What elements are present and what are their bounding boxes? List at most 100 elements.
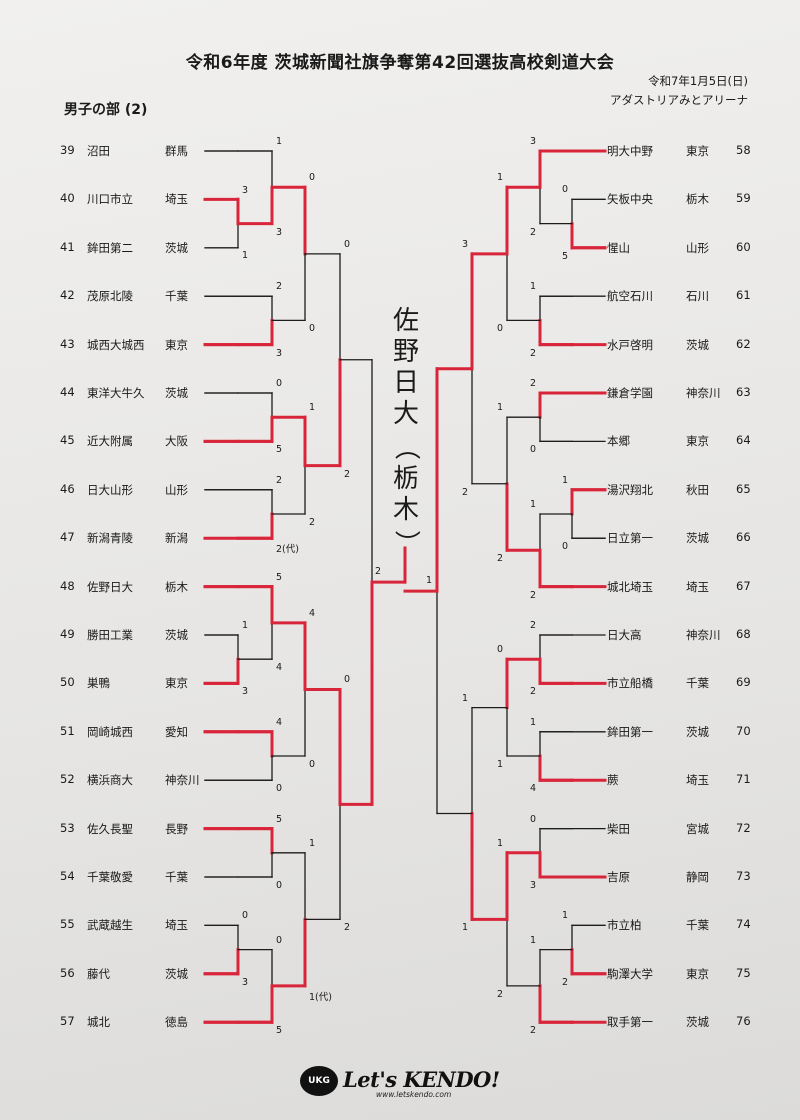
team-prefecture: 東京 — [165, 337, 188, 352]
team-prefecture: 神奈川 — [686, 628, 721, 642]
team-name: 佐野日大 — [87, 579, 133, 594]
team-prefecture: 徳島 — [165, 1015, 188, 1030]
team-prefecture: 東京 — [686, 434, 709, 449]
team-prefecture: 愛知 — [165, 724, 188, 739]
team-number: 52 — [60, 772, 75, 787]
score-label: 0 — [344, 674, 351, 686]
team-prefecture: 東京 — [165, 676, 188, 691]
score-label: 3 — [461, 238, 468, 250]
team-number: 71 — [736, 772, 751, 787]
score-label: 0 — [309, 759, 316, 770]
score-label: 0 — [242, 910, 249, 922]
team-number: 63 — [736, 385, 751, 399]
event-date: 令和7年1月5日(日) — [648, 74, 748, 88]
team-prefecture: 神奈川 — [165, 773, 200, 788]
team-number: 55 — [60, 917, 75, 932]
score-label: 2 — [344, 468, 351, 480]
team-name: 新潟青陵 — [87, 531, 133, 546]
team-prefecture: 山形 — [686, 240, 709, 255]
score-label: 0 — [561, 541, 568, 553]
score-label: 2 — [561, 976, 568, 988]
team-name: 勝田工業 — [87, 628, 133, 642]
team-prefecture: 茨城 — [165, 628, 188, 642]
score-label: 1 — [496, 759, 503, 770]
team-name: 藤代 — [87, 966, 110, 981]
team-number: 44 — [60, 385, 75, 399]
score-label: 2 — [375, 566, 382, 578]
team-number: 46 — [60, 481, 75, 496]
score-label: 2 — [529, 347, 536, 359]
team-name: 鉾田第二 — [87, 240, 133, 255]
score-label: 0 — [529, 813, 536, 825]
team-number: 64 — [736, 433, 751, 448]
score-label: 1 — [309, 402, 316, 414]
team-prefecture: 宮城 — [686, 821, 709, 836]
score-label: 5 — [276, 813, 283, 825]
score-label: 2 — [496, 553, 503, 565]
score-label: 1 — [529, 934, 536, 946]
team-name: 城西大城西 — [87, 337, 145, 352]
team-number: 47 — [60, 530, 75, 545]
team-name: 湯沢翔北 — [607, 482, 653, 497]
champion-char: 佐 — [392, 306, 419, 336]
team-name: 本郷 — [607, 434, 630, 449]
score-label: 1 — [529, 281, 536, 293]
score-label: 1 — [461, 692, 468, 704]
logo-text: Let's KENDO! — [343, 1067, 500, 1092]
document-title: 令和6年度 茨城新聞社旗争奪第42回選抜高校剣道大会 — [185, 53, 615, 73]
score-label: 2 — [496, 988, 503, 1000]
team-name: 千葉敬愛 — [87, 870, 133, 884]
score-label: 3 — [242, 185, 249, 197]
score-label: 2 — [529, 378, 536, 389]
team-number: 58 — [736, 143, 751, 157]
team-name: 航空石川 — [607, 289, 653, 304]
team-number: 39 — [60, 143, 75, 157]
team-name: 城北 — [87, 1015, 110, 1030]
team-prefecture: 茨城 — [165, 966, 188, 981]
team-prefecture: 山形 — [165, 482, 188, 497]
team-prefecture: 大阪 — [165, 434, 188, 449]
score-label: 1 — [529, 716, 536, 728]
score-label: 1 — [561, 910, 568, 922]
team-name: 横浜商大 — [87, 773, 133, 788]
team-number: 72 — [736, 820, 751, 835]
score-label: 1 — [496, 402, 503, 414]
score-label: 4 — [276, 662, 283, 674]
champion-pref-char: 栃 — [392, 464, 419, 494]
team-number: 74 — [736, 917, 751, 932]
team-prefecture: 埼玉 — [686, 773, 709, 788]
team-name: 取手第一 — [607, 1015, 653, 1030]
team-name: 城北埼玉 — [607, 579, 653, 594]
team-name: 日立第一 — [607, 531, 653, 546]
team-number: 68 — [736, 627, 751, 641]
champion-banner: 佐 野 日 大 （ 栃 木 ） — [386, 306, 426, 560]
section-heading: 男子の部 (2) — [64, 102, 148, 118]
champion-paren-open: （ — [391, 433, 421, 460]
logo-url: www.letskendo.com — [376, 1090, 452, 1099]
score-label: 2(代) — [276, 544, 299, 556]
team-name: 駒澤大学 — [607, 966, 653, 981]
team-prefecture: 茨城 — [686, 337, 709, 352]
score-label: 0 — [276, 378, 283, 389]
team-name: 日大高 — [607, 628, 642, 642]
team-number: 60 — [736, 239, 751, 254]
team-number: 40 — [60, 191, 75, 206]
score-label: 0 — [496, 644, 503, 656]
score-label: 2 — [529, 620, 536, 631]
team-number: 70 — [736, 723, 751, 738]
score-label: 4 — [309, 607, 316, 619]
score-label: 1 — [496, 172, 503, 184]
team-name: 鉾田第一 — [607, 724, 653, 739]
team-prefecture: 秋田 — [686, 482, 709, 497]
score-label: 2 — [276, 474, 283, 486]
team-number: 76 — [736, 1014, 751, 1029]
score-label: 3 — [529, 136, 536, 147]
team-name: 日大山形 — [87, 482, 133, 497]
team-name: 明大中野 — [607, 144, 653, 158]
team-prefecture: 埼玉 — [686, 579, 709, 594]
team-prefecture: 東京 — [686, 144, 709, 158]
team-name: 東洋大牛久 — [87, 386, 145, 400]
team-name: 柴田 — [607, 821, 630, 836]
score-label: 3 — [529, 880, 536, 891]
score-label: 2 — [309, 517, 316, 528]
